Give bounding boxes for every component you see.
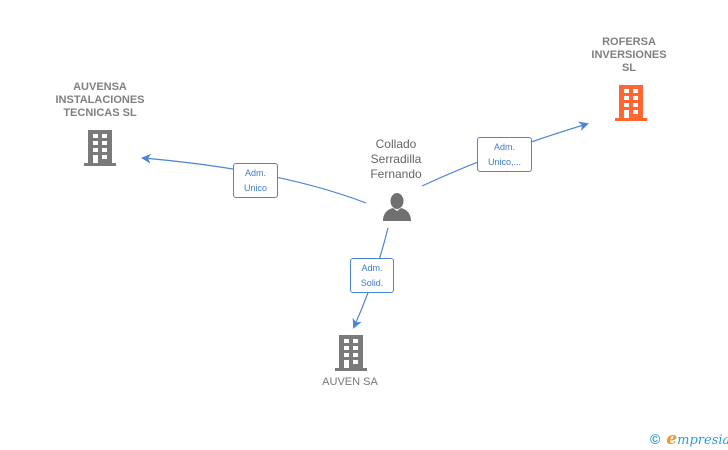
label-line: AUVENSA bbox=[73, 81, 127, 93]
edge-label-line: Solid. bbox=[360, 278, 384, 288]
brand-initial: e bbox=[666, 429, 678, 449]
edge-label-rofersa[interactable]: Adm. Unico,... bbox=[477, 137, 532, 172]
brand-text: mpresia bbox=[677, 433, 728, 448]
brand-logo: empresia bbox=[666, 429, 728, 449]
edge-label-auvensa[interactable]: Adm. Unico bbox=[233, 163, 278, 198]
label-line: Collado bbox=[375, 137, 417, 151]
edge-label-line: Adm. bbox=[493, 142, 515, 152]
edge-label-line: Unico,... bbox=[487, 157, 521, 167]
label-line: Serradilla bbox=[370, 152, 422, 166]
label-line: AUVEN SA bbox=[322, 376, 378, 388]
label-line: ROFERSA bbox=[602, 36, 656, 48]
company-label-rofersa[interactable]: ROFERSA INVERSIONES SL bbox=[570, 36, 688, 75]
edge-label-line: Adm. bbox=[361, 263, 383, 273]
company-label-auvensa[interactable]: AUVENSA INSTALACIONES TECNICAS SL bbox=[40, 81, 160, 120]
edge-label-line: Unico bbox=[243, 183, 267, 193]
person-label[interactable]: Collado Serradilla Fernando bbox=[344, 137, 448, 182]
copyright-icon: © bbox=[650, 431, 661, 447]
label-line: SL bbox=[621, 62, 637, 74]
edge-label-auven[interactable]: Adm. Solid. bbox=[350, 258, 394, 293]
label-line: INVERSIONES bbox=[591, 49, 667, 61]
label-line: Fernando bbox=[370, 167, 422, 181]
building-icon-highlighted[interactable] bbox=[615, 85, 647, 121]
building-icon[interactable] bbox=[84, 130, 116, 166]
person-icon[interactable] bbox=[382, 192, 412, 222]
edge-label-line: Adm. bbox=[244, 168, 266, 178]
company-label-auven[interactable]: AUVEN SA bbox=[300, 376, 400, 389]
label-line: INSTALACIONES bbox=[55, 94, 145, 106]
empresia-brand: © empresia bbox=[650, 429, 728, 449]
building-icon[interactable] bbox=[335, 335, 367, 371]
label-line: TECNICAS SL bbox=[63, 107, 137, 119]
